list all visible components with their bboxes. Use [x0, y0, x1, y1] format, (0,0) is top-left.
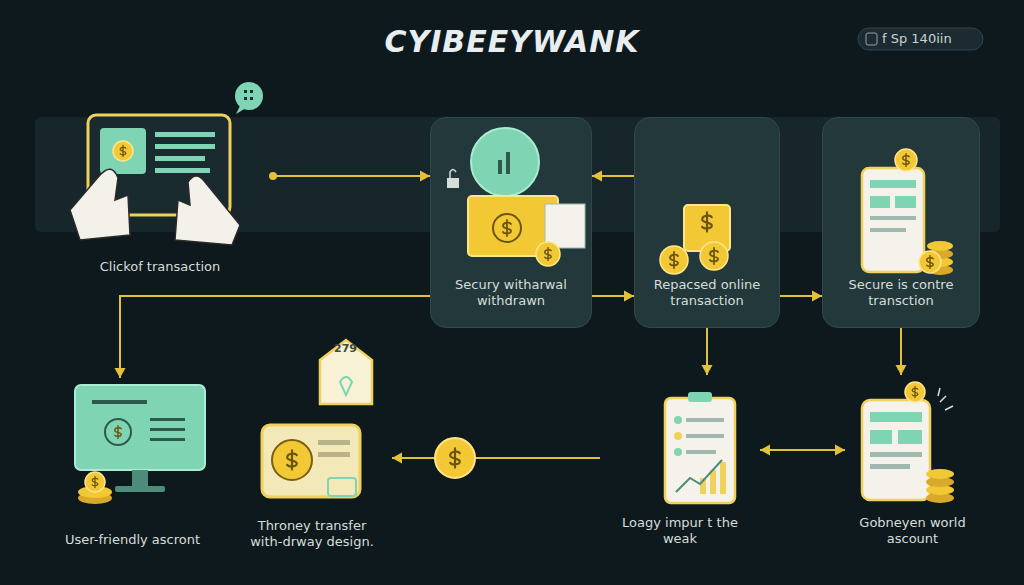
process-panel: Secury witharwal withdrawn: [430, 117, 592, 328]
icon-node: Clickof transaction: [55, 108, 265, 283]
coin-icon: [435, 438, 475, 478]
node-text: Secury witharwal withdrawn: [439, 277, 583, 309]
tag-shape: [320, 340, 372, 404]
tablet-icon: [70, 82, 263, 245]
flow-arrow: [896, 328, 907, 375]
node-text: Throney transfer with-drway design.: [240, 518, 384, 550]
process-panel: Repacsed online transaction: [634, 117, 780, 328]
flow-arrow: [269, 171, 430, 182]
node-text: Secure is contre transction: [831, 277, 971, 309]
flow-arrow: [392, 453, 600, 464]
clipboard-icon: [665, 392, 735, 503]
node-text: User-friendly ascront: [65, 532, 200, 548]
monitor-icon: [75, 385, 205, 504]
node-text: Gobneyen world ascount: [853, 515, 972, 547]
phone-icon: [862, 382, 954, 503]
flow-arrow: [115, 296, 431, 378]
node-text: Loagy impur t the weak: [608, 515, 752, 547]
icon-node: Throney transfer with-drway design.: [232, 418, 392, 558]
icon-node: Loagy impur t the weak: [600, 375, 760, 555]
flow-arrow: [702, 328, 713, 375]
flow-arrow: [592, 171, 634, 182]
icon-node: Gobneyen world ascount: [845, 375, 980, 555]
process-panel: Secure is contre transction: [822, 117, 980, 328]
folder-icon: [262, 340, 372, 497]
pill: [858, 28, 983, 50]
flow-arrow: [780, 291, 822, 302]
icon-node: User-friendly ascront: [40, 378, 225, 556]
tag-number: 279: [334, 342, 357, 355]
flow-arrow: [592, 291, 634, 302]
header-badge: f Sp 140iin: [882, 31, 952, 46]
pill-icon: [866, 33, 877, 45]
node-text: Repacsed online transaction: [643, 277, 771, 309]
flow-arrow: [760, 445, 845, 456]
title: CYIBEEYWANK: [0, 24, 1024, 59]
node-text: Clickof transaction: [100, 259, 221, 275]
